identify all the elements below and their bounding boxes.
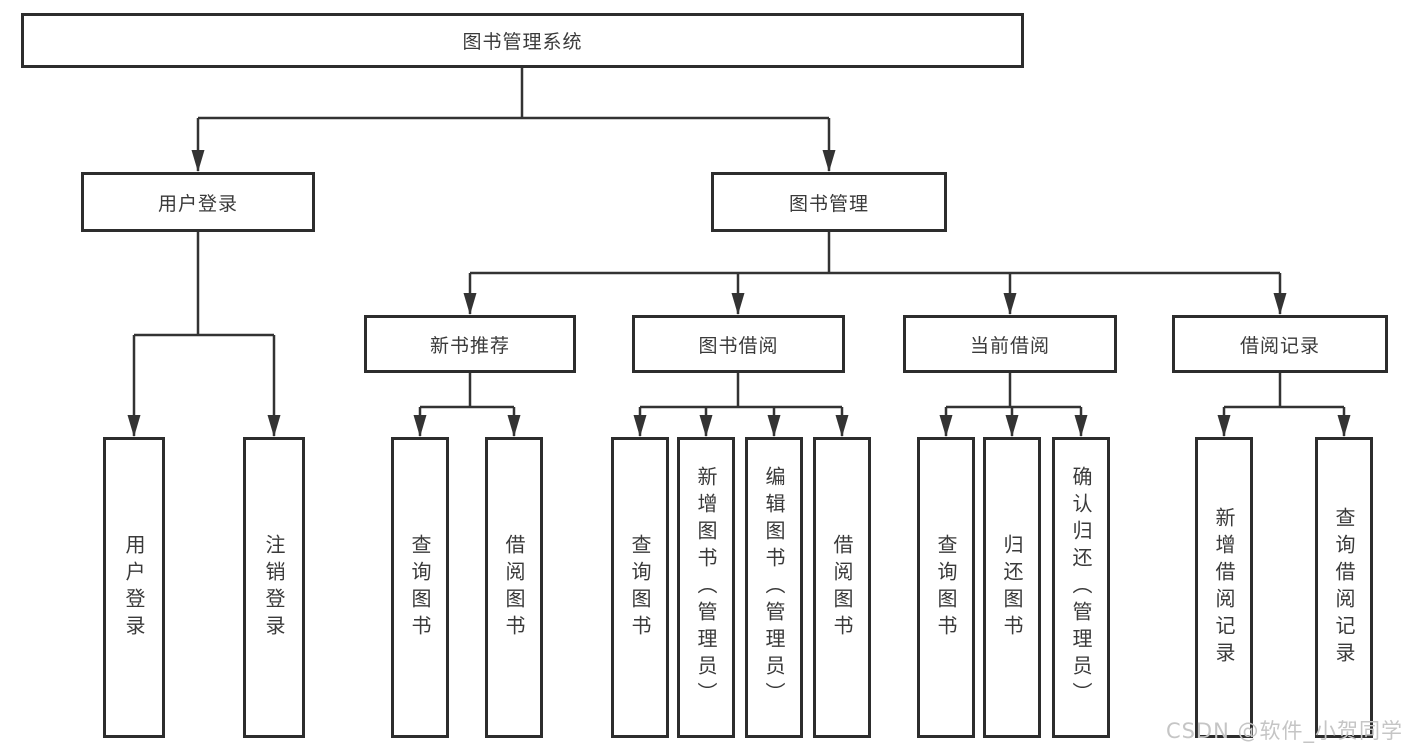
node-book-borrowing: 图书借阅 [632,315,845,373]
leaf-bb-query-books: 查询图书 [611,437,669,738]
node-root-label: 图书管理系统 [462,31,583,53]
node-new-book-recommend: 新书推荐 [364,315,576,373]
connector-book-management-trunk [470,232,1280,275]
leaf-logout-label: 注销登录 [262,533,286,642]
node-new-book-recommend-label: 新书推荐 [429,334,510,357]
node-book-borrowing-label: 图书借阅 [698,334,779,357]
connector-book-borrow-trunk [640,373,842,409]
leaf-cb-return-books-label: 归还图书 [1000,533,1024,642]
leaf-cb-confirm-return-admin-label: 确认归还（管理员） [1069,466,1093,709]
node-borrowing-records: 借阅记录 [1172,315,1388,373]
leaf-br-add-record: 新增借阅记录 [1195,437,1253,738]
leaf-logout: 注销登录 [243,437,305,738]
leaf-nb-query-books: 查询图书 [391,437,449,738]
leaf-nb-query-books-label: 查询图书 [408,533,432,642]
leaf-bb-add-books-admin-label: 新增图书（管理员） [694,466,718,709]
csdn-watermark: CSDN @软件_小贺同学 [1165,719,1403,743]
leaf-cb-confirm-return-admin: 确认归还（管理员） [1052,437,1110,738]
leaf-bb-borrow-books: 借阅图书 [813,437,871,738]
leaf-bb-query-books-label: 查询图书 [628,533,652,642]
leaf-cb-query-books: 查询图书 [917,437,975,738]
leaf-user-login-label: 用户登录 [122,533,146,642]
leaf-bb-add-books-admin: 新增图书（管理员） [677,437,735,738]
connector-root-trunk [198,68,829,120]
leaf-cb-query-books-label: 查询图书 [934,533,958,642]
leaf-br-query-record: 查询借阅记录 [1315,437,1373,738]
leaf-cb-return-books: 归还图书 [983,437,1041,738]
node-user-login: 用户登录 [81,172,315,232]
connector-current-borrow-trunk [946,373,1081,409]
connector-new-book-trunk [420,373,514,409]
node-user-login-label: 用户登录 [157,192,238,215]
node-book-management-label: 图书管理 [788,192,869,215]
leaf-nb-borrow-books: 借阅图书 [485,437,543,738]
leaf-br-add-record-label: 新增借阅记录 [1212,506,1236,669]
node-borrowing-records-label: 借阅记录 [1239,334,1320,357]
leaf-nb-borrow-books-label: 借阅图书 [502,533,526,642]
leaf-br-query-record-label: 查询借阅记录 [1332,506,1356,669]
node-current-borrowing-label: 当前借阅 [969,334,1050,357]
node-root: 图书管理系统 [21,13,1024,68]
leaf-user-login: 用户登录 [103,437,165,738]
node-current-borrowing: 当前借阅 [903,315,1117,373]
leaf-bb-edit-books-admin: 编辑图书（管理员） [745,437,803,738]
connector-user-login-trunk [134,232,274,337]
connector-borrow-records-trunk [1224,373,1344,409]
node-book-management: 图书管理 [711,172,947,232]
leaf-bb-borrow-books-label: 借阅图书 [830,533,854,642]
leaf-bb-edit-books-admin-label: 编辑图书（管理员） [762,466,786,709]
